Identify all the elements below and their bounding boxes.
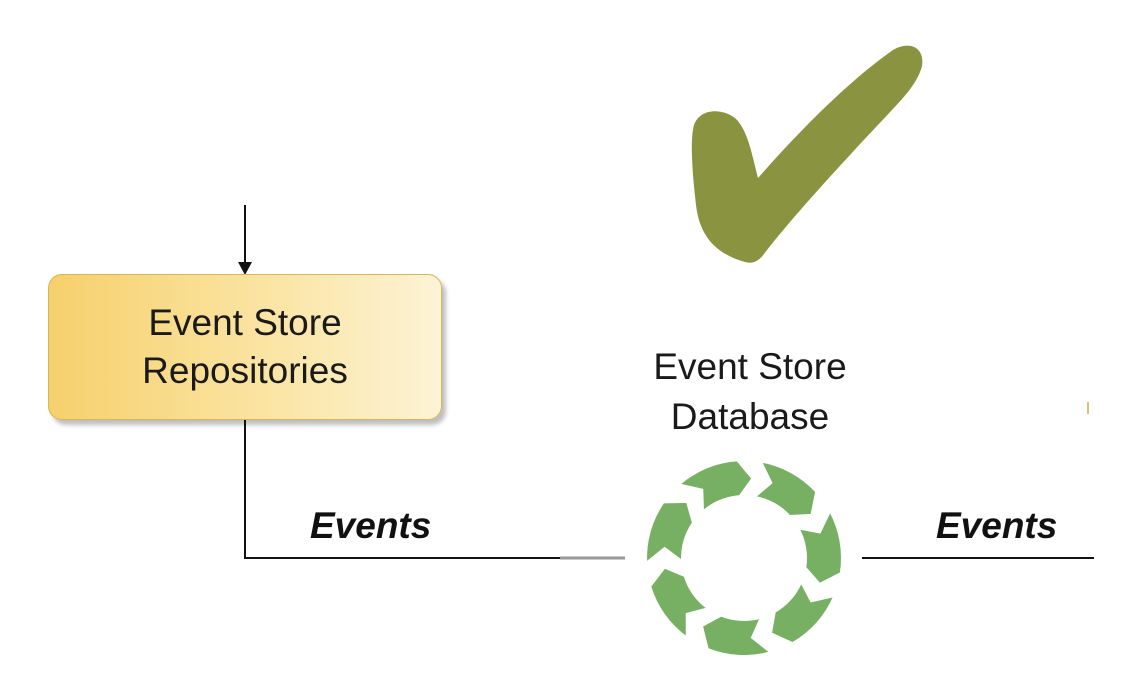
edge-label-events-right: Events — [936, 505, 1058, 546]
circular-arrows-icon — [645, 459, 844, 657]
database-label-line1: Event Store — [653, 346, 847, 387]
cycle-arrow-segment — [752, 460, 818, 518]
database-label-line2: Database — [670, 396, 830, 437]
cycle-arrow-segment — [769, 579, 837, 645]
cycle-arrow-segment — [645, 500, 695, 565]
repositories-label-line2: Repositories — [142, 350, 348, 391]
cycle-arrow-segment — [676, 459, 754, 514]
repositories-label-line1: Event Store — [148, 302, 342, 343]
stray-mark — [1087, 402, 1089, 414]
check-mark-icon — [691, 45, 923, 263]
incoming-arrow — [238, 205, 252, 275]
edge-label-events-left: Events — [310, 505, 432, 546]
event-store-repositories-node: Event Store Repositories — [48, 274, 442, 420]
event-store-database-label: Event Store Database — [600, 342, 900, 442]
cycle-arrow-segment — [796, 508, 844, 586]
cycle-arrow-segment — [700, 614, 773, 657]
edge-repositories-to-database — [244, 420, 622, 559]
cycle-arrow-segment — [649, 566, 711, 640]
